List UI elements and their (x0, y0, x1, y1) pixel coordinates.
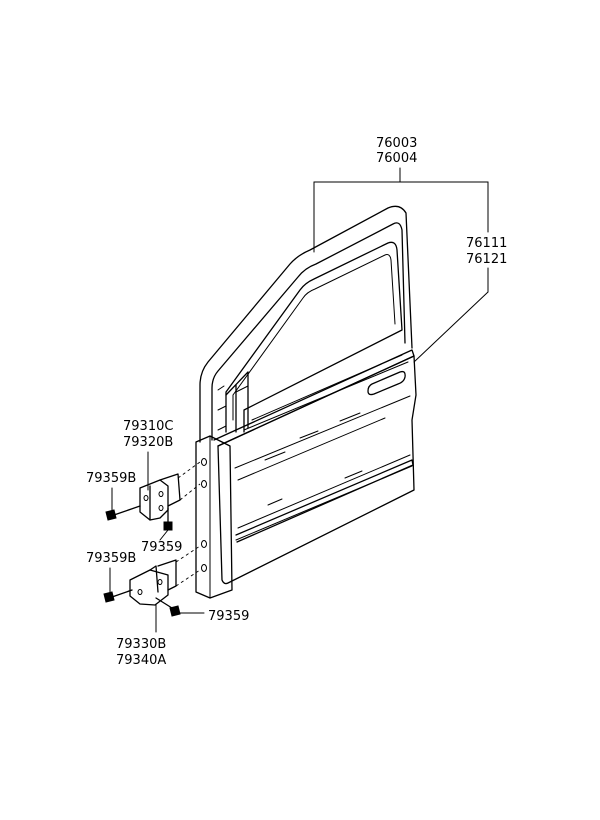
label-upper-screw: 79359 (141, 540, 182, 555)
label-lower-hinge-2: 79340A (116, 653, 166, 668)
upper-screw (159, 507, 173, 541)
label-door-panel-1: 76111 (466, 236, 507, 251)
label-lower-screw: 79359 (208, 609, 249, 624)
label-lower-hinge-1: 79330B (116, 637, 166, 652)
label-door-shell-1: 76003 (376, 136, 417, 151)
upper-bolt (105, 487, 141, 521)
lower-bolt (103, 567, 133, 603)
front-door-assembly (195, 205, 417, 599)
window-glass-inner (232, 254, 396, 421)
label-lower-bolt: 79359B (86, 551, 136, 566)
window-glass-outline (225, 241, 403, 433)
lower-screw (155, 597, 205, 617)
upper-hinge (139, 451, 201, 521)
door-window-frame-inner (211, 222, 406, 441)
label-upper-hinge-1: 79310C (123, 419, 173, 434)
label-door-panel-2: 76121 (466, 252, 507, 267)
label-upper-hinge-2: 79320B (123, 435, 173, 450)
door-handle-recess (367, 370, 406, 396)
door-outer-panel (217, 355, 417, 585)
door-window-frame-outer (199, 205, 413, 443)
label-upper-bolt: 79359B (86, 471, 136, 486)
door-panel-leader (413, 181, 489, 363)
lower-hinge (129, 545, 201, 633)
quarter-glass-pillar (225, 371, 249, 433)
label-door-shell-2: 76004 (376, 151, 417, 166)
door-shell-leader (313, 167, 489, 253)
